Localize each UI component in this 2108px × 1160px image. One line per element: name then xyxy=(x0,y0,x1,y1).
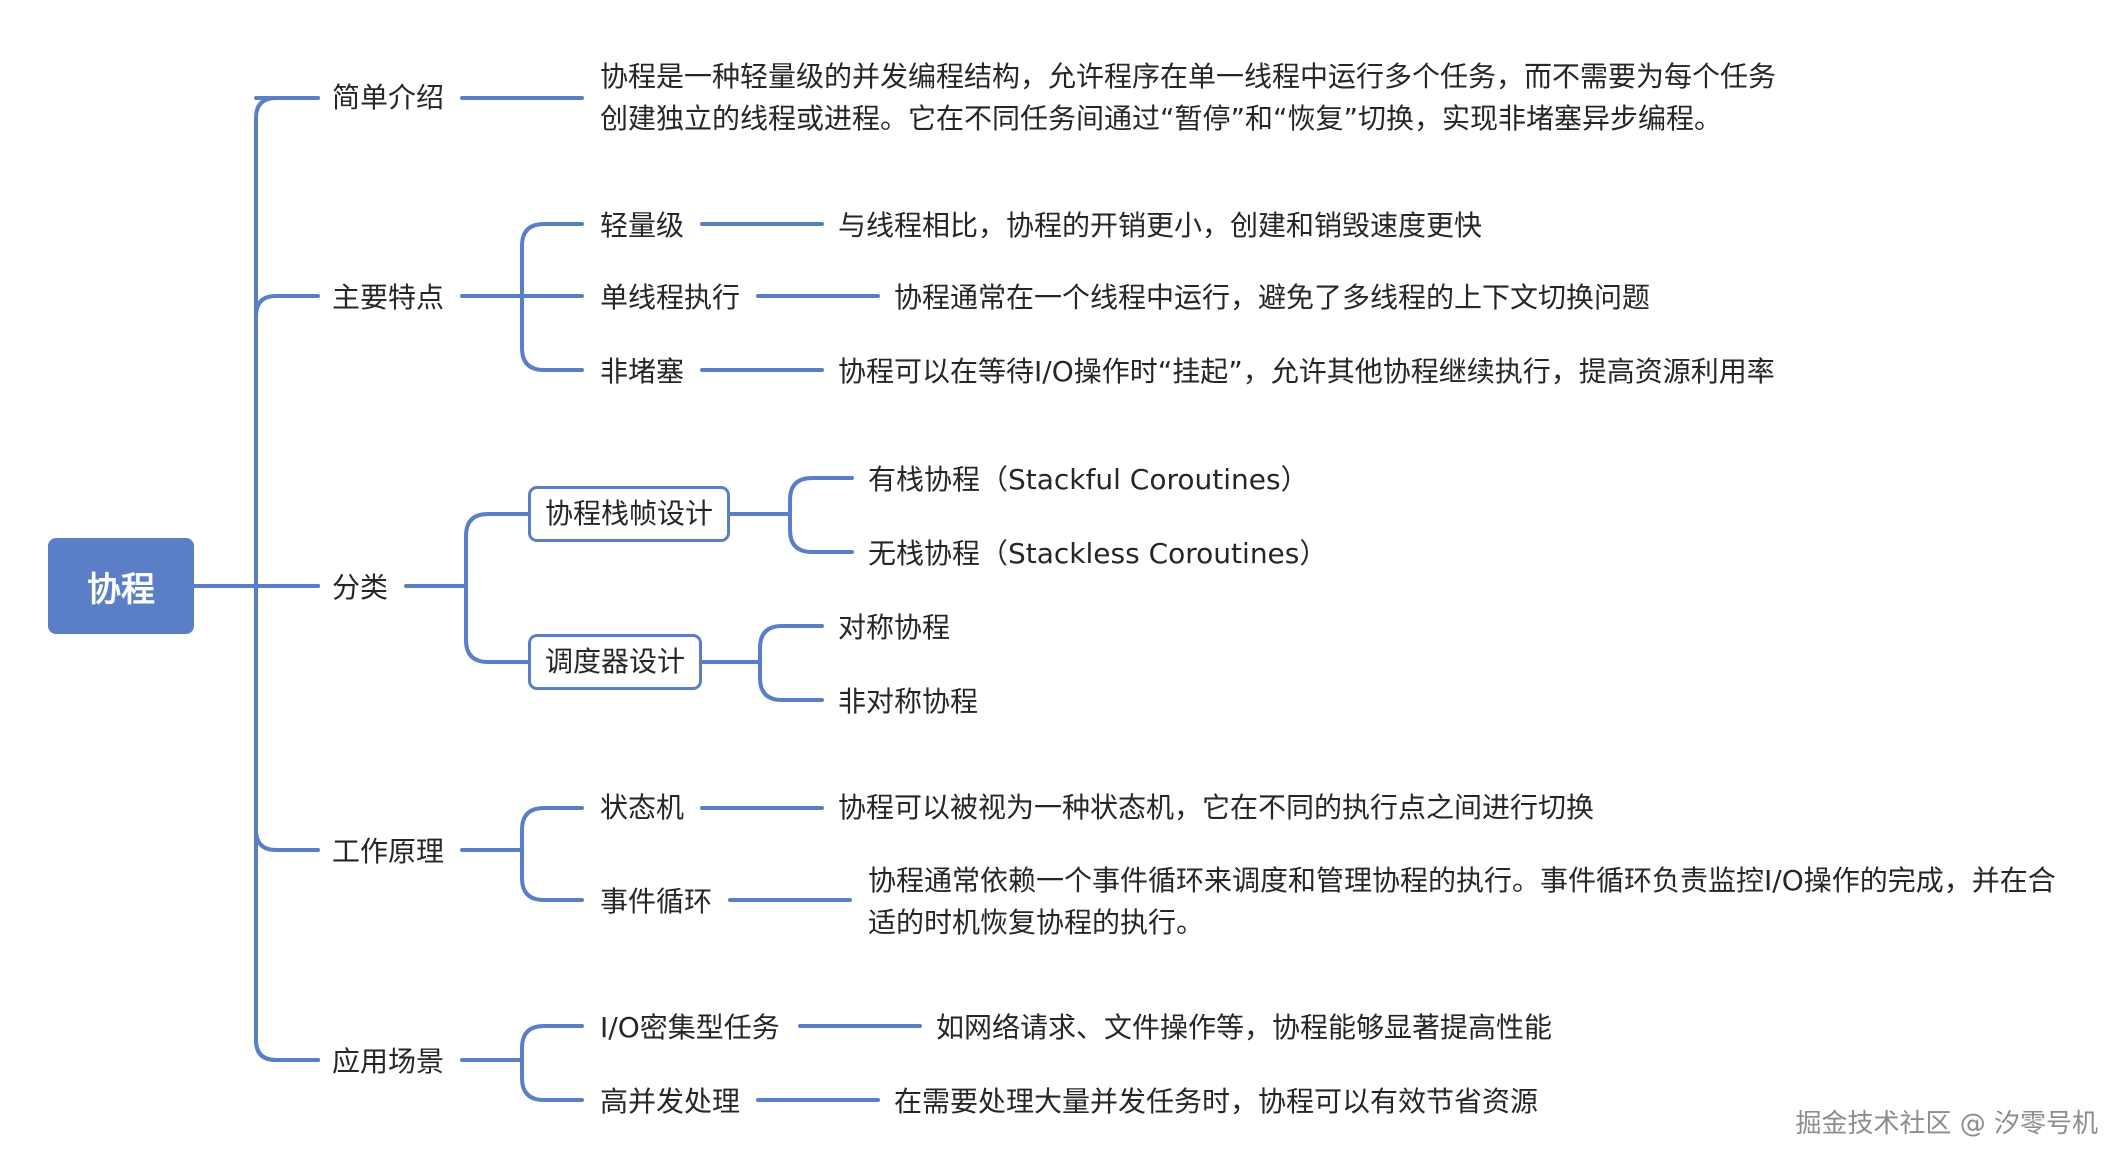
branch-intro[interactable]: 简单介绍 xyxy=(332,81,445,114)
feature-non-blocking[interactable]: 非堵塞 xyxy=(600,355,685,388)
link-b3-c2-fork xyxy=(758,624,824,702)
link-b4-fork xyxy=(520,806,584,902)
scenario-high-concurrency[interactable]: 高并发处理 xyxy=(600,1085,741,1118)
intro-description-line: 创建独立的线程或进程。它在不同任务间通过“暂停”和“恢复”切换，实现非堵塞异步编… xyxy=(600,102,1723,135)
intro-description-line: 协程是一种轻量级的并发编程结构，允许程序在单一线程中运行多个任务，而不需要为每个… xyxy=(600,60,1777,93)
branch-principles[interactable]: 工作原理 xyxy=(332,835,445,868)
feature-non-blocking-description: 协程可以在等待I/O操作时“挂起”，允许其他协程继续执行，提高资源利用率 xyxy=(838,355,1775,388)
branch-categories[interactable]: 分类 xyxy=(332,571,389,604)
root-node[interactable]: 协程 xyxy=(48,538,194,634)
link-b5 xyxy=(254,1038,320,1062)
feature-single-thread-description: 协程通常在一个线程中运行，避免了多线程的上下文切换问题 xyxy=(894,281,1651,314)
link-b3-fork xyxy=(464,512,530,664)
link-b4 xyxy=(254,828,320,852)
scenario-high-concurrency-description: 在需要处理大量并发任务时，协程可以有效节省资源 xyxy=(894,1085,1539,1118)
branch-scenarios[interactable]: 应用场景 xyxy=(332,1045,445,1078)
feature-single-thread[interactable]: 单线程执行 xyxy=(600,281,741,314)
watermark: 掘金技术社区 @ 汐零号机 xyxy=(1795,1109,2098,1139)
feature-lightweight-description: 与线程相比，协程的开销更小，创建和销毁速度更快 xyxy=(838,209,1483,242)
event-loop-description-line: 协程通常依赖一个事件循环来调度和管理协程的执行。事件循环负责监控I/O操作的完成… xyxy=(868,864,2056,897)
link-trunk-vertical xyxy=(254,96,320,1062)
link-b3-c1-fork xyxy=(788,476,854,554)
principle-state-machine-description: 协程可以被视为一种状态机，它在不同的执行点之间进行切换 xyxy=(838,791,1595,824)
event-loop-description-line: 适的时机恢复协程的执行。 xyxy=(868,906,1205,939)
category-scheduler-design[interactable]: 调度器设计 xyxy=(528,634,703,690)
branch-features[interactable]: 主要特点 xyxy=(332,281,445,314)
link-b5-fork xyxy=(520,1024,584,1102)
principle-event-loop[interactable]: 事件循环 xyxy=(600,885,713,918)
principle-state-machine[interactable]: 状态机 xyxy=(600,791,685,824)
category-stack-frame-design[interactable]: 协程栈帧设计 xyxy=(528,486,731,542)
feature-lightweight[interactable]: 轻量级 xyxy=(600,209,685,242)
category-stackless[interactable]: 无栈协程（Stackless Coroutines） xyxy=(868,537,1328,570)
intro-description: 协程是一种轻量级的并发编程结构，允许程序在单一线程中运行多个任务，而不需要为每个… xyxy=(600,56,1776,140)
link-b2 xyxy=(254,294,320,318)
scenario-io-intensive-description: 如网络请求、文件操作等，协程能够显著提高性能 xyxy=(936,1011,1553,1044)
link-b2-fork xyxy=(520,222,584,372)
category-stackful[interactable]: 有栈协程（Stackful Coroutines） xyxy=(868,463,1309,496)
category-symmetric[interactable]: 对称协程 xyxy=(838,611,951,644)
category-asymmetric[interactable]: 非对称协程 xyxy=(838,685,979,718)
scenario-io-intensive[interactable]: I/O密集型任务 xyxy=(600,1011,780,1044)
principle-event-loop-description: 协程通常依赖一个事件循环来调度和管理协程的执行。事件循环负责监控I/O操作的完成… xyxy=(868,860,2056,944)
